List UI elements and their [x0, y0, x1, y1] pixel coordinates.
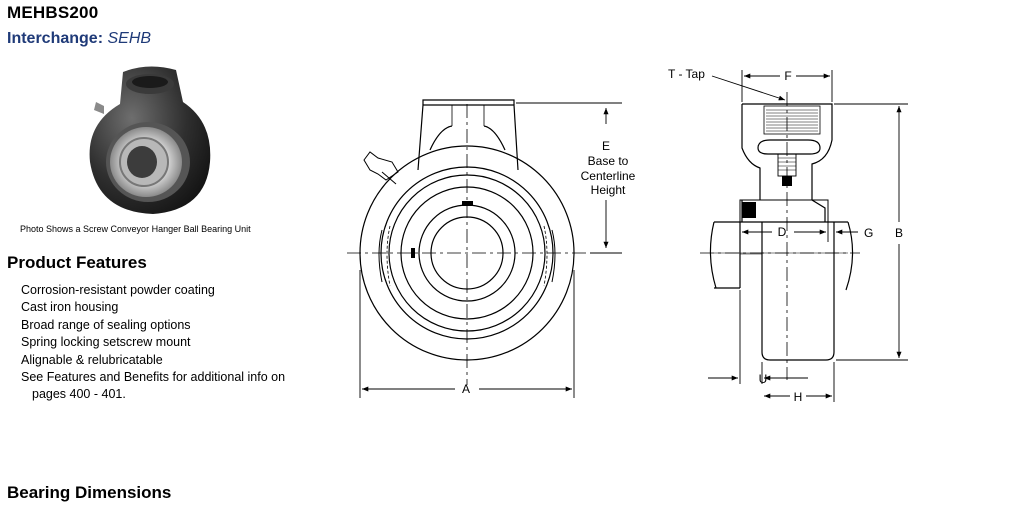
- label-g: G: [864, 226, 873, 240]
- leader-t-tap: [711, 75, 786, 101]
- dim-d: [739, 218, 829, 242]
- label-e-line3: Height: [591, 183, 626, 197]
- label-h: H: [794, 390, 803, 404]
- dim-b: [834, 103, 908, 361]
- label-d: D: [778, 225, 787, 239]
- dim-h: [764, 362, 835, 402]
- label-u: U: [759, 372, 768, 386]
- label-b: B: [895, 226, 903, 240]
- feature-item-continuation: pages 400 - 401.: [32, 387, 126, 402]
- feature-item: Spring locking setscrew mount: [21, 335, 191, 350]
- front-centerlines: [347, 104, 590, 385]
- interchange-label: Interchange:: [7, 30, 104, 47]
- product-model-title: MEHBS200: [7, 3, 99, 22]
- bearing-dimensions-heading: Bearing Dimensions: [7, 483, 172, 502]
- side-centerlines: [700, 92, 860, 380]
- feature-item: Cast iron housing: [21, 300, 119, 315]
- dim-u: [708, 290, 808, 384]
- feature-item: Alignable & relubricatable: [21, 352, 163, 367]
- label-a: A: [462, 382, 470, 396]
- dim-e: [516, 102, 622, 254]
- photo-caption: Photo Shows a Screw Conveyor Hanger Ball…: [20, 224, 251, 234]
- label-e: E: [602, 139, 610, 153]
- setscrew-mark-side: [411, 248, 415, 258]
- feature-item: See Features and Benefits for additional…: [21, 370, 286, 385]
- bearing-photo: [89, 66, 211, 214]
- interchange-line: Interchange: SEHB: [7, 30, 151, 48]
- collar-block: [742, 202, 756, 218]
- product-features-heading: Product Features: [7, 253, 147, 272]
- product-features-list: Corrosion-resistant powder coating Cast …: [21, 282, 285, 404]
- interchange-value: SEHB: [107, 30, 152, 47]
- label-f: F: [784, 69, 791, 83]
- label-e-line1: Base to: [588, 154, 629, 168]
- dim-a: [359, 270, 575, 398]
- feature-item: Corrosion-resistant powder coating: [21, 283, 215, 297]
- label-t-tap: T - Tap: [668, 67, 705, 81]
- setscrew-mark-top: [462, 201, 473, 206]
- feature-item: Broad range of sealing options: [21, 317, 191, 332]
- label-e-line2: Centerline: [581, 169, 636, 183]
